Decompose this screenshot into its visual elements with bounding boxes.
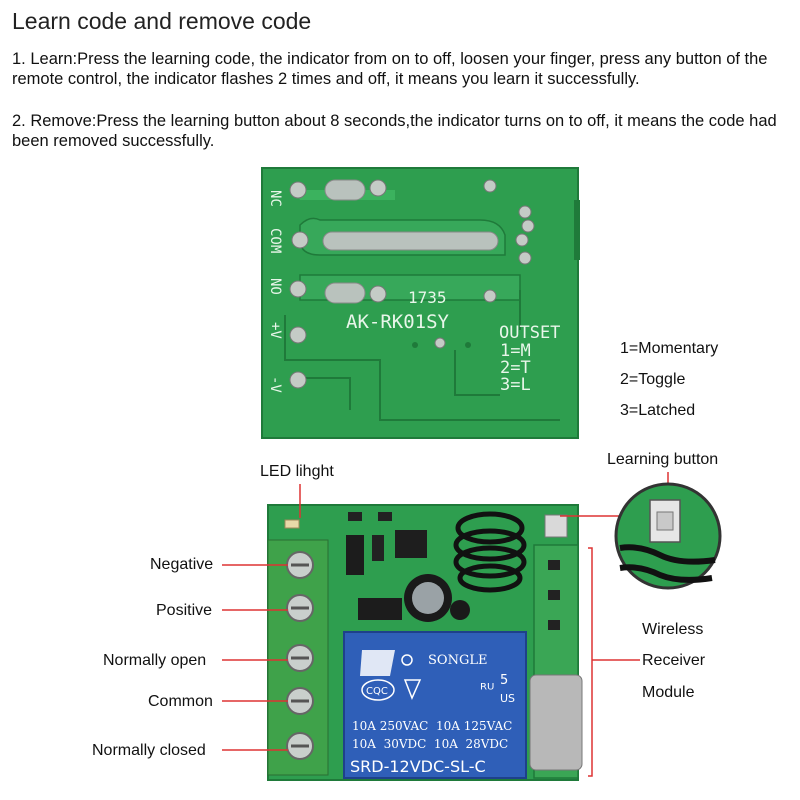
leader-lines [222,472,669,777]
regulator [395,530,427,558]
pad-nc [324,179,366,201]
antenna-coil [453,511,527,593]
pad-com [322,231,499,251]
relay-model: SRD-12VDC-SL-C [350,757,486,776]
remove-instruction: 2. Remove:Press the learning button abou… [12,112,777,150]
outset-option-m: 1=M [500,341,531,361]
ul-mark: ᴿᵁ [480,680,494,699]
pin-label-no: NO [267,278,283,295]
relay-mark-5: 5 [500,673,508,688]
label-normally-closed: Normally closed [92,742,206,759]
outset-option-t: 2=T [500,358,531,378]
label-learning-button: Learning button [607,451,719,468]
pin-label-minus-v: -V [267,376,283,393]
relay-brand: SONGLE [428,653,487,668]
outset-title: OUTSET [499,323,560,343]
mode-latched: 3=Latched [620,402,696,419]
board-back: NC COM NO +V -V 1735 AK-RK01SY OUTSET 1=… [261,167,580,439]
board-model: AK-RK01SY [346,311,450,333]
mode-toggle: 2=Toggle [620,371,686,388]
relay-mark-us: US [500,692,515,705]
learning-button-small [544,514,568,538]
warning-mark [403,679,422,700]
receiver-crystal [529,674,583,771]
pin-label-nc: NC [267,190,283,207]
label-receiver: Receiver [642,652,706,669]
outset-option-l: 3=L [500,375,531,395]
label-positive: Positive [156,602,213,619]
pin-label-plus-v: +V [267,322,283,339]
label-common: Common [148,693,213,710]
board-front: SONGLE CQC ᴿᵁ 5 US 10A 250VAC 10A 125VAC… [267,504,583,781]
pin-label-com: COM [267,228,283,253]
relay-rating-1: 10A 250VAC 10A 125VAC [352,719,512,733]
label-module: Module [642,684,695,701]
date-code: 1735 [408,288,447,307]
pad-no [324,282,366,304]
label-wireless: Wireless [642,621,704,638]
page-title: Learn code and remove code [12,8,312,34]
relay-rating-2: 10A 30VDC 10A 28VDC [352,737,508,751]
label-led: LED lihght [260,463,334,480]
cqc-mark: CQC [366,686,388,697]
label-negative: Negative [150,556,214,573]
led-indicator [284,519,300,529]
label-normally-open: Normally open [103,652,207,669]
mode-momentary: 1=Momentary [620,340,719,357]
diode [346,535,364,575]
learning-button-zoom [614,482,722,590]
learn-instruction: 1. Learn:Press the learning code, the in… [12,50,768,88]
songle-logo [360,650,395,676]
